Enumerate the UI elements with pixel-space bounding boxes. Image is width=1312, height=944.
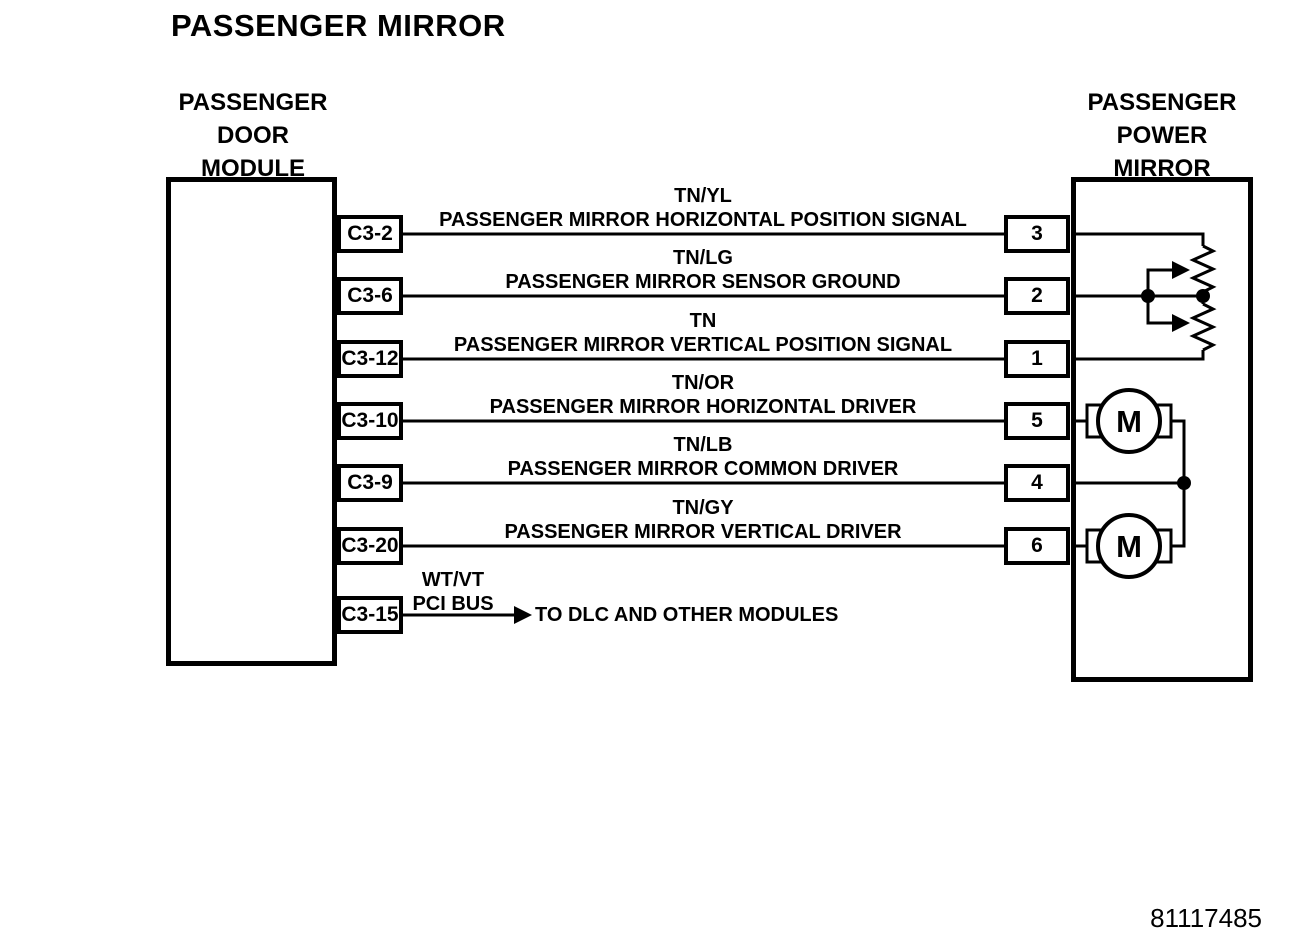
- motor-vertical: M: [1085, 513, 1173, 579]
- sensor-return-wire: [1072, 350, 1205, 361]
- pin-2: 2: [1004, 277, 1070, 315]
- wire-5-labels: TN/LB PASSENGER MIRROR COMMON DRIVER: [403, 433, 1003, 481]
- pin-4: 4: [1004, 464, 1070, 502]
- wiper-arm-down: [1146, 296, 1172, 325]
- junction-dot-wiper: [1141, 289, 1155, 303]
- wire-2-color-label: TN/LG: [673, 247, 733, 269]
- pin-c3-2: C3-2: [337, 215, 403, 253]
- wire-1-signal-label: PASSENGER MIRROR HORIZONTAL POSITION SIG…: [439, 209, 967, 231]
- motor-horizontal-circle: [1096, 388, 1162, 454]
- passenger-door-module-box: [166, 177, 337, 666]
- wire-4-labels: TN/OR PASSENGER MIRROR HORIZONTAL DRIVER: [403, 371, 1003, 419]
- motor-horizontal: M: [1085, 388, 1173, 454]
- motor-vertical-circle: [1096, 513, 1162, 579]
- wire-3-labels: TN PASSENGER MIRROR VERTICAL POSITION SI…: [403, 309, 1003, 357]
- wiper-arrowhead-down: [1172, 314, 1190, 332]
- wire-6-labels: TN/GY PASSENGER MIRROR VERTICAL DRIVER: [403, 496, 1003, 544]
- wiper-arrowhead-up: [1172, 261, 1190, 279]
- motor-h-return: [1171, 419, 1186, 483]
- resistor-top: [1189, 244, 1217, 294]
- wire-1-color-label: TN/YL: [674, 185, 732, 207]
- wire-5-color-label: TN/LB: [673, 434, 733, 456]
- motor-v-return: [1171, 483, 1186, 548]
- pin-c3-6: C3-6: [337, 277, 403, 315]
- wire-2-labels: TN/LG PASSENGER MIRROR SENSOR GROUND: [403, 246, 1003, 294]
- wire-6-signal-label: PASSENGER MIRROR VERTICAL DRIVER: [504, 521, 902, 543]
- wire-3-color-label: TN: [689, 310, 717, 332]
- pin-3: 3: [1004, 215, 1070, 253]
- pin-6: 6: [1004, 527, 1070, 565]
- wire-6-color-label: TN/GY: [672, 497, 734, 519]
- wire-3-signal-label: PASSENGER MIRROR VERTICAL POSITION SIGNA…: [453, 334, 953, 356]
- pin-c3-9: C3-9: [337, 464, 403, 502]
- wire-4-color-label: TN/OR: [671, 372, 735, 394]
- pin-c3-15: C3-15: [337, 596, 403, 634]
- wiper-arm-up: [1146, 268, 1172, 296]
- wire-5-signal-label: PASSENGER MIRROR COMMON DRIVER: [507, 458, 899, 480]
- wire-7-labels: WT/VT PCI BUS: [403, 568, 503, 616]
- pci-bus-arrowhead: [514, 606, 532, 624]
- pin-c3-10: C3-10: [337, 402, 403, 440]
- motor-vertical-label: M: [1116, 529, 1142, 564]
- right-module-header: PASSENGER POWER MIRROR: [1087, 89, 1237, 182]
- pin-1: 1: [1004, 340, 1070, 378]
- sensor-feed-wire: [1072, 232, 1205, 246]
- wire-7-signal-label: PCI BUS: [412, 593, 494, 615]
- wire-7-color-label: WT/VT: [421, 569, 485, 591]
- motor-horizontal-label: M: [1116, 404, 1142, 439]
- pin-c3-20: C3-20: [337, 527, 403, 565]
- pin-5: 5: [1004, 402, 1070, 440]
- wire-7-destination-label: TO DLC AND OTHER MODULES: [535, 604, 839, 626]
- wire-1-labels: TN/YL PASSENGER MIRROR HORIZONTAL POSITI…: [403, 184, 1003, 232]
- junction-dot-resistor: [1196, 289, 1210, 303]
- wire-4-signal-label: PASSENGER MIRROR HORIZONTAL DRIVER: [489, 396, 917, 418]
- pin-c3-12: C3-12: [337, 340, 403, 378]
- resistor-bottom: [1189, 302, 1217, 352]
- part-number: 81117485: [1150, 903, 1262, 933]
- wire-2-signal-label: PASSENGER MIRROR SENSOR GROUND: [505, 271, 901, 293]
- junction-dot-common: [1177, 476, 1191, 490]
- page-title: PASSENGER MIRROR: [171, 8, 506, 43]
